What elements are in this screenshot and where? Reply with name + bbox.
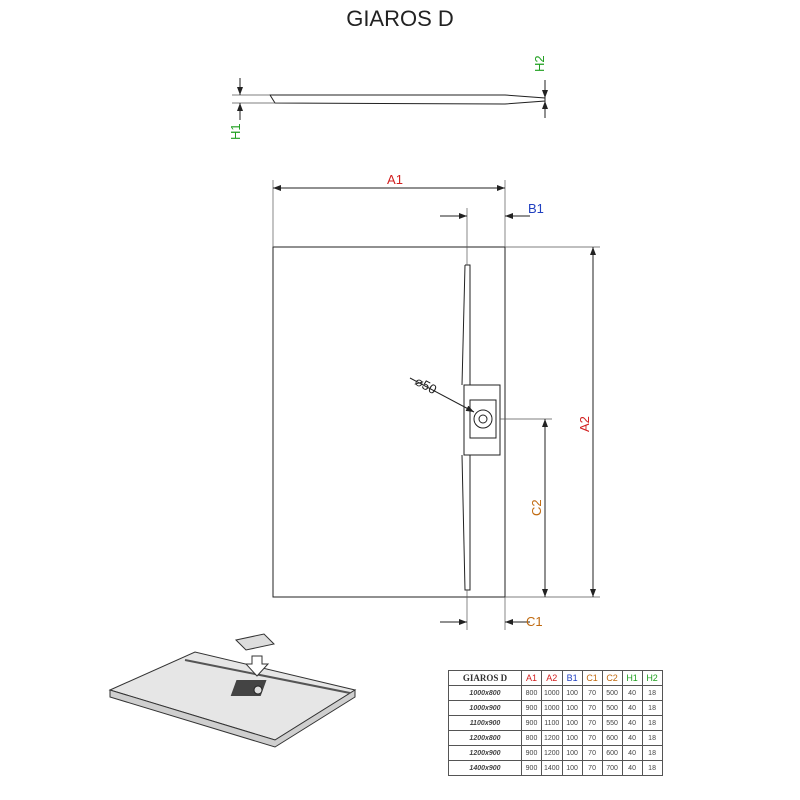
- drain-diameter-label: ⌀50: [413, 373, 440, 397]
- value-cell: 18: [641, 715, 663, 731]
- value-cell: 70: [581, 685, 603, 701]
- value-cell: 500: [601, 700, 623, 716]
- table-header: B1: [561, 670, 583, 686]
- side-profile: H1 H2: [228, 55, 548, 140]
- h1-label: H1: [228, 123, 243, 140]
- a2-label: A2: [577, 416, 592, 432]
- table-header: C2: [601, 670, 623, 686]
- table-header: H1: [621, 670, 643, 686]
- size-cell: 1000x900: [448, 700, 522, 716]
- b1-label: B1: [528, 201, 544, 216]
- value-cell: 500: [601, 685, 623, 701]
- value-cell: 100: [561, 685, 583, 701]
- table-header-row: GIAROS D A1 A2 B1 C1 C2 H1 H2: [448, 670, 663, 686]
- value-cell: 18: [641, 760, 663, 776]
- value-cell: 18: [641, 700, 663, 716]
- table-header: A1: [521, 670, 542, 686]
- value-cell: 40: [621, 685, 643, 701]
- value-cell: 700: [601, 760, 623, 776]
- size-cell: 1000x800: [448, 685, 522, 701]
- value-cell: 70: [581, 760, 603, 776]
- value-cell: 800: [521, 730, 542, 746]
- value-cell: 1400: [541, 760, 563, 776]
- value-cell: 18: [641, 730, 663, 746]
- value-cell: 40: [621, 730, 643, 746]
- table-header: C1: [581, 670, 603, 686]
- value-cell: 1100: [541, 715, 563, 731]
- value-cell: 100: [561, 745, 583, 761]
- value-cell: 900: [521, 760, 542, 776]
- value-cell: 900: [521, 745, 542, 761]
- plan-view: A1 B1 A2 C2 C1 ⌀50: [272, 172, 600, 630]
- value-cell: 40: [621, 760, 643, 776]
- value-cell: 1200: [541, 745, 563, 761]
- a1-label: A1: [387, 172, 403, 187]
- value-cell: 100: [561, 730, 583, 746]
- value-cell: 550: [601, 715, 623, 731]
- value-cell: 40: [621, 715, 643, 731]
- table-header: H2: [641, 670, 663, 686]
- value-cell: 70: [581, 715, 603, 731]
- size-cell: 1200x800: [448, 730, 522, 746]
- value-cell: 600: [601, 730, 623, 746]
- value-cell: 40: [621, 700, 643, 716]
- value-cell: 100: [561, 760, 583, 776]
- value-cell: 800: [521, 685, 542, 701]
- c1-label: C1: [526, 614, 543, 629]
- size-cell: 1400x900: [448, 760, 522, 776]
- c2-label: C2: [529, 499, 544, 516]
- value-cell: 900: [521, 715, 542, 731]
- value-cell: 100: [561, 700, 583, 716]
- value-cell: 600: [601, 745, 623, 761]
- value-cell: 18: [641, 685, 663, 701]
- value-cell: 900: [521, 700, 542, 716]
- h2-label: H2: [532, 55, 547, 72]
- value-cell: 1200: [541, 730, 563, 746]
- value-cell: 70: [581, 700, 603, 716]
- value-cell: 40: [621, 745, 643, 761]
- size-cell: 1100x900: [448, 715, 522, 731]
- page-title: GIAROS D: [346, 6, 454, 31]
- size-cell: 1200x900: [448, 745, 522, 761]
- value-cell: 18: [641, 745, 663, 761]
- value-cell: 70: [581, 745, 603, 761]
- table-header: GIAROS D: [448, 670, 522, 686]
- value-cell: 1000: [541, 700, 563, 716]
- value-cell: 70: [581, 730, 603, 746]
- isometric-view: [108, 633, 357, 748]
- value-cell: 1000: [541, 685, 563, 701]
- table-header: A2: [541, 670, 563, 686]
- value-cell: 100: [561, 715, 583, 731]
